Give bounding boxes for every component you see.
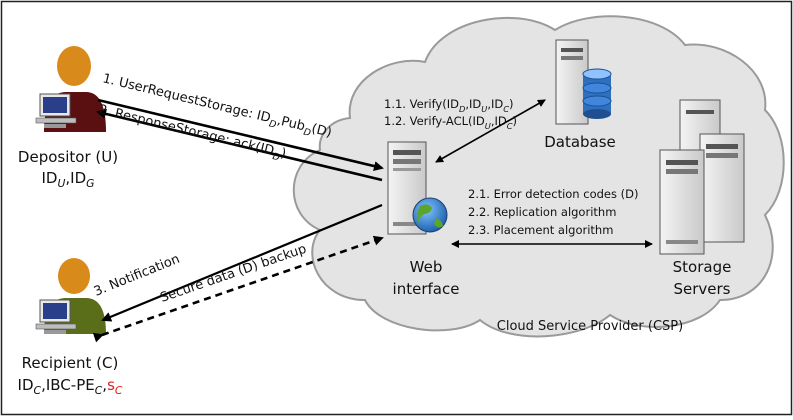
database-label: Database <box>544 133 616 151</box>
arrow-response <box>96 109 383 182</box>
recipient-icon <box>35 258 106 334</box>
recipient-ids: IDC​,IBC-PEC​,sC​ <box>18 376 123 397</box>
web-label-line1: Web <box>410 258 443 276</box>
msg-replication: 2.2. Replication algorithm <box>468 205 616 219</box>
depositor-ids: IDU​,IDG​ <box>41 169 94 190</box>
web-server-icon <box>387 141 427 235</box>
msg-error-detection: 2.1. Error detection codes (D) <box>468 187 638 201</box>
globe-icon <box>412 197 448 233</box>
depositor-name: Depositor (U) <box>18 148 118 166</box>
arrow-backup <box>92 235 384 343</box>
database-icon <box>582 68 612 119</box>
msg-verify-acl: 1.2. Verify-ACL(IDU​,IDC​) <box>384 114 517 131</box>
web-label-line2: interface <box>393 280 460 298</box>
computer-icon <box>35 93 77 128</box>
arrow-db-verify <box>435 99 546 163</box>
storage-label-line2: Servers <box>673 280 730 298</box>
database-server-icon <box>555 39 589 125</box>
depositor-icon <box>35 46 106 132</box>
storage-servers-icon <box>659 99 745 255</box>
recipient-name: Recipient (C) <box>22 354 119 372</box>
storage-label-line1: Storage <box>673 258 732 276</box>
arrow-user-request <box>97 98 384 171</box>
msg-placement: 2.3. Placement algorithm <box>468 223 613 237</box>
computer-icon <box>35 299 77 334</box>
cloud-label: Cloud Service Provider (CSP) <box>497 319 683 334</box>
msg-verify-ids: 1.1. Verify(IDD​,IDU​,IDC​) <box>384 97 514 114</box>
